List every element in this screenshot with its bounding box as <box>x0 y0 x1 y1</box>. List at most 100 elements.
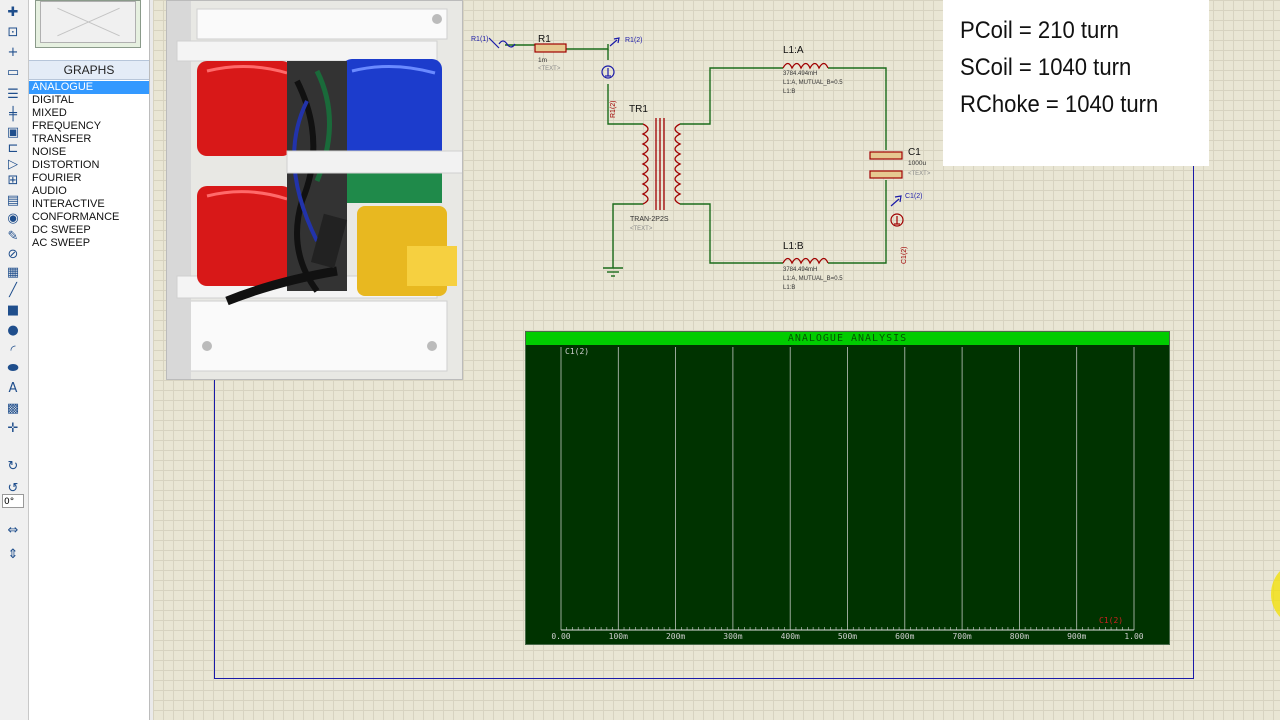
r1-name: R1 <box>538 34 551 45</box>
box-icon[interactable]: ■ <box>6 303 20 318</box>
x-tick-label: 200m <box>666 632 685 641</box>
graph-type-item[interactable]: DISTORTION <box>32 159 100 171</box>
transformer-photo-drawing <box>167 1 462 379</box>
probe-current-icon[interactable]: ⊘ <box>7 247 19 262</box>
text-icon[interactable]: A <box>8 381 18 396</box>
graph-type-item[interactable]: MIXED <box>32 107 67 119</box>
bus-icon[interactable]: ╪ <box>9 107 17 122</box>
circle-icon[interactable]: ● <box>7 323 19 338</box>
inductor-l1a[interactable]: L1:A 3784.494mH L1:A, MUTUAL_B=0.5 L1:B <box>782 45 843 95</box>
transformer-tr1[interactable] <box>641 118 682 210</box>
c1-value: 1000u <box>908 160 926 167</box>
component-icon[interactable]: ⊡ <box>7 25 19 40</box>
l1a-inductance: 3784.494mH <box>783 71 817 77</box>
x-tick-label: 800m <box>1010 632 1029 641</box>
analogue-analysis-graph[interactable]: ANALOGUE ANALYSIS 0.00 100m 200m 300m 400m 50… <box>525 331 1170 645</box>
graph-plot-area[interactable]: 0.00 100m 200m 300m 400m 500m 600m 700m 800m 900m… <box>526 345 1169 644</box>
graph-type-item[interactable]: AC SWEEP <box>32 237 91 249</box>
inductor-l1b[interactable]: L1:B 3784.494mH L1:A, MUTUAL_B=0.5 L1:B <box>782 241 843 291</box>
pin-icon[interactable]: ▷ <box>8 157 18 172</box>
line-icon[interactable]: ╱ <box>9 283 17 298</box>
choke-coil-note: RChoke = 1040 turn <box>960 91 1159 118</box>
schematic-canvas[interactable]: R1(1) R1 1m <TEXT> R1(2) R1(2) TR1 TRAN-… <box>153 0 1280 720</box>
probe-c1-2-vertical-label: C1(2) <box>901 246 908 264</box>
select-icon[interactable]: ✚ <box>7 5 19 20</box>
graph-type-item[interactable]: CONFORMANCE <box>32 211 120 223</box>
l1a-name: L1:A <box>783 45 804 56</box>
r1-value: 1m <box>538 57 547 64</box>
path-icon[interactable]: ⬬ <box>7 361 19 376</box>
generator-label: R1(1) <box>471 36 489 43</box>
turns-notes: PCoil = 210 turn SCoil = 1040 turn RChok… <box>943 0 1209 166</box>
x-tick-label: 700m <box>952 632 971 641</box>
hand-cursor-icon <box>1271 570 1280 618</box>
mirror-vertical-icon[interactable]: ⇕ <box>7 547 19 562</box>
l1b-coupled-to: L1:B <box>783 285 795 291</box>
generator-icon[interactable]: ◉ <box>7 211 19 226</box>
tr1-type: TRAN-2P2S <box>630 216 669 223</box>
tr1-name: TR1 <box>629 104 648 115</box>
primary-coil-note: PCoil = 210 turn <box>960 17 1119 44</box>
graph-type-item[interactable]: DC SWEEP <box>32 224 91 236</box>
overview-placeholder <box>40 1 136 43</box>
mirror-horizontal-icon[interactable]: ⇔ <box>7 523 19 538</box>
trace-label[interactable]: C1(2) <box>565 347 589 356</box>
panel-header: GRAPHS <box>29 60 149 80</box>
label-icon[interactable]: ▭ <box>6 65 20 80</box>
tr1-text: <TEXT> <box>630 226 653 232</box>
ground-symbol[interactable] <box>603 267 623 277</box>
junction-icon[interactable]: + <box>7 45 19 60</box>
transformer-photo <box>166 0 463 380</box>
graph-icon[interactable]: ⊞ <box>7 173 19 188</box>
overview-window[interactable] <box>35 0 141 48</box>
trace-label-right: C1(2) <box>1099 616 1123 625</box>
secondary-coil-note: SCoil = 1040 turn <box>960 54 1132 81</box>
l1b-name: L1:B <box>783 241 804 252</box>
rotation-angle-field[interactable]: 0° <box>2 494 24 508</box>
graph-type-item[interactable]: DIGITAL <box>32 94 74 106</box>
tape-icon[interactable]: ▤ <box>6 193 20 208</box>
virtual-instrument-icon[interactable]: ▦ <box>6 265 20 280</box>
x-tick-label: 300m <box>723 632 742 641</box>
x-tick-label: 0.00 <box>551 632 570 641</box>
subcircuit-icon[interactable]: ▣ <box>6 125 20 140</box>
c1-name: C1 <box>908 147 921 158</box>
voltage-probe-r1-2[interactable]: R1(2) R1(2) <box>601 37 643 118</box>
x-tick-label: 400m <box>781 632 800 641</box>
x-tick-label: 600m <box>895 632 914 641</box>
graph-title: ANALOGUE ANALYSIS <box>526 332 1169 345</box>
resistor-r1[interactable]: R1 1m <TEXT> <box>534 34 567 72</box>
graph-type-item[interactable]: TRANSFER <box>32 133 92 145</box>
l1a-coupled-to: L1:B <box>783 89 795 95</box>
terminal-icon[interactable]: ⊏ <box>7 141 19 156</box>
x-tick-label: 1.00 <box>1124 632 1143 641</box>
rotate-cw-icon[interactable]: ↻ <box>7 459 19 474</box>
mode-toolbar: ✚ ⊡ + ▭ ☰ ╪ ▣⊏▷⊞ ▤ ◉ ✎ ⊘ ▦ ╱ ■ ● ◜ ⬬ A ▩ ✛ ↻ ↺ ⇔ ⇕ 0° <box>0 0 29 720</box>
arc-icon[interactable]: ◜ <box>10 343 16 358</box>
x-tick-label: 500m <box>838 632 857 641</box>
probe-voltage-icon[interactable]: ✎ <box>7 229 19 244</box>
rotate-ccw-icon[interactable]: ↺ <box>7 481 19 496</box>
l1b-inductance: 3784.494mH <box>783 267 817 273</box>
schematic-circuit[interactable]: R1(1) R1 1m <TEXT> R1(2) R1(2) TR1 TRAN-… <box>313 0 953 310</box>
l1a-coupling: L1:A, MUTUAL_B=0.5 <box>783 80 843 86</box>
graph-type-item[interactable]: NOISE <box>32 146 67 158</box>
graph-type-item[interactable]: FREQUENCY <box>32 120 102 132</box>
graph-type-item[interactable]: AUDIO <box>32 185 67 197</box>
symbol-icon[interactable]: ▩ <box>6 401 20 416</box>
graph-type-item[interactable]: FOURIER <box>32 172 82 184</box>
capacitor-c1[interactable]: C1 1000u <TEXT> <box>869 147 931 179</box>
x-tick-label: 100m <box>609 632 628 641</box>
probe-r1-2-label: R1(2) <box>625 37 643 44</box>
graph-type-item[interactable]: ANALOGUE <box>29 81 149 94</box>
text-script-icon[interactable]: ☰ <box>7 87 19 102</box>
probe-c1-2-label: C1(2) <box>905 193 923 200</box>
graph-type-item[interactable]: INTERACTIVE <box>32 198 105 210</box>
marker-icon[interactable]: ✛ <box>7 421 19 436</box>
voltage-probe-c1-2[interactable]: C1(2) C1(2) <box>890 193 923 264</box>
generator-r1-1[interactable]: R1(1) <box>471 36 516 49</box>
c1-text: <TEXT> <box>908 171 931 177</box>
x-tick-label: 900m <box>1067 632 1086 641</box>
